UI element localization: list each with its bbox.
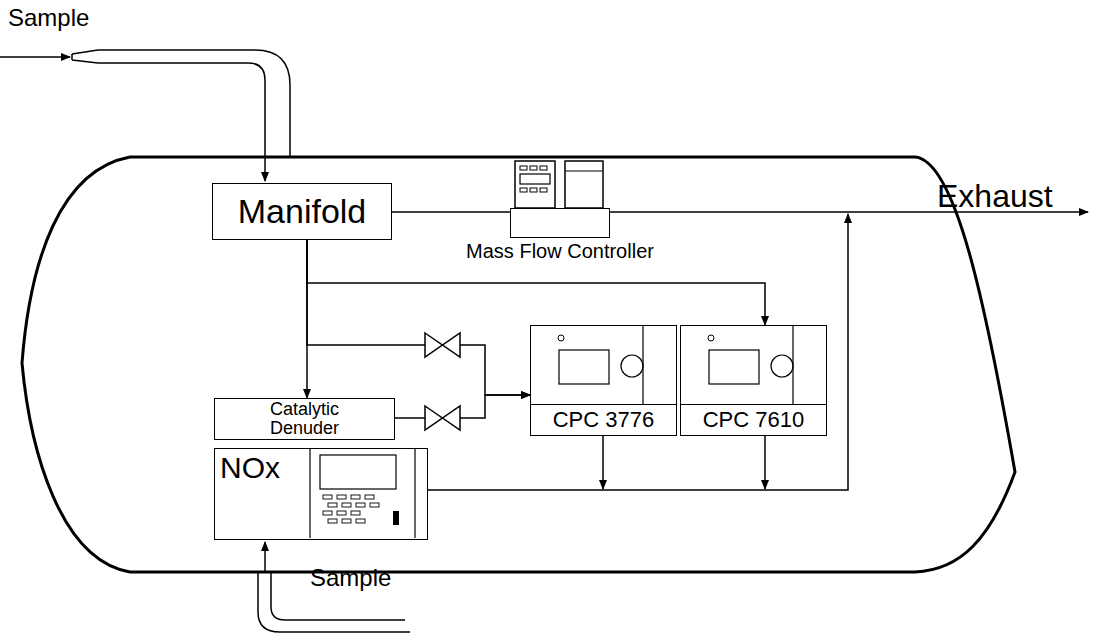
flow-line <box>395 395 530 418</box>
mfc-icon <box>510 159 610 209</box>
sample-label: Sample <box>310 566 391 590</box>
node-label: NOx <box>220 452 280 484</box>
exhaust-return-line <box>428 214 848 490</box>
valve-symbol <box>425 333 460 357</box>
valve-symbol <box>425 406 460 430</box>
exhaust-label: Exhaust <box>937 180 1053 212</box>
flow-line <box>307 240 765 325</box>
nox-inlet-arrow <box>264 542 266 572</box>
node-label: CPC 7610 <box>703 408 805 431</box>
node-label: CPC 3776 <box>553 408 655 431</box>
denuder-box: Catalytic Denuder <box>214 398 395 440</box>
cpc-exhaust-arrow <box>764 436 766 489</box>
inlet-tube <box>98 63 265 157</box>
node-label: Mass Flow Controller <box>466 241 654 262</box>
sample-label: Sample <box>8 6 89 30</box>
inlet-arrow <box>264 157 266 181</box>
enclosure-outline <box>22 157 1015 572</box>
cpc-exhaust-arrow <box>602 436 604 489</box>
flow-line <box>307 240 530 395</box>
cpc-panel <box>531 326 675 404</box>
manifold-box: Manifold <box>212 183 392 240</box>
nox-analyzer: NOx <box>214 448 428 540</box>
node-label: Manifold <box>238 194 367 230</box>
cpc-label-cell: CPC 7610 <box>681 404 826 435</box>
inlet-nozzle <box>72 50 98 63</box>
mass-flow-controller: Mass Flow Controller <box>510 208 610 238</box>
flow-line <box>392 211 510 213</box>
cpc-instrument: CPC 7610 <box>680 325 827 436</box>
node-label: Catalytic Denuder <box>250 400 360 438</box>
cpc-instrument: CPC 3776 <box>530 325 677 436</box>
cpc-label-cell: CPC 3776 <box>531 404 676 435</box>
sample-arrow <box>0 56 70 58</box>
cpc-panel <box>681 326 825 404</box>
inlet-tube <box>98 50 290 157</box>
